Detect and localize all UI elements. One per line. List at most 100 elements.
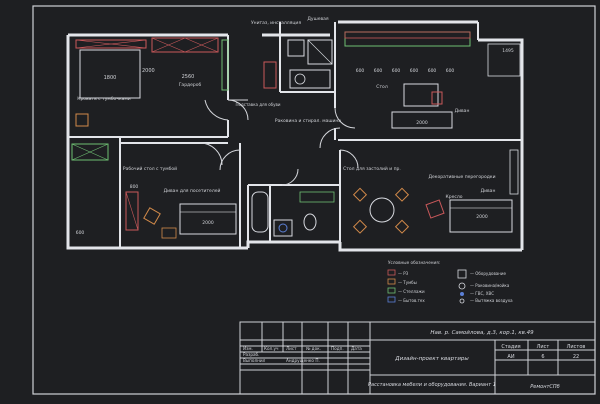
storage-dim: 600 (76, 230, 85, 236)
partition (509, 149, 519, 195)
tb-col-podp: Подп. (331, 346, 344, 351)
legend-item-6: — Раковина/мойка (470, 283, 510, 288)
office-desk-dim: 800 (130, 184, 139, 190)
bed-label: Кровать с тумбочками (77, 96, 131, 102)
kitchen-sofa-label: Диван (455, 108, 470, 114)
kitchen-counter (344, 31, 471, 47)
door-swings (199, 99, 359, 186)
tb-sheet-title: Расстановка мебели и оборудования. Вариа… (368, 382, 496, 388)
kitchen: 600 600 600 600 600 600 1495 Стол Диван … (344, 31, 521, 129)
legend-swatch-7 (460, 292, 464, 296)
legend-item-5: — Оборудование (470, 271, 506, 276)
bed-headboard (75, 39, 147, 49)
desk (125, 191, 139, 231)
living-sofa-dim: 2000 (476, 214, 488, 220)
kitchen-sofa-dim: 2000 (416, 120, 428, 126)
legend-item-3: — Стеллажи (398, 289, 425, 294)
desk-label: Рабочий стол с тумбой (123, 165, 177, 172)
dining-label: Стол для застолий и пр. (343, 165, 401, 172)
tb-col-list: Лист (286, 346, 297, 351)
shower-tray (307, 39, 333, 65)
bathtub (251, 191, 269, 233)
tb-address: Нав. р. Самойлова, д.3, кор.1, кв.49 (430, 330, 534, 336)
storage-room: 600 (71, 143, 109, 236)
tb-col-kolu: Кол.уч (264, 346, 279, 351)
tb-stage-head: Стадия (501, 344, 520, 350)
title-block-frame (239, 321, 596, 395)
legend-item-7: — ГВС, ХВС (470, 291, 494, 296)
tb-list-val: 6 (541, 354, 544, 360)
kitchen-side-dim: 1495 (502, 48, 514, 54)
armchair (425, 199, 445, 219)
toilet-label: Унитаз, инсталляция (251, 20, 301, 26)
legend-swatch-3 (387, 287, 396, 294)
legend-item-1: — РЗ (398, 271, 409, 276)
k-dim-5: 600 (428, 68, 437, 74)
outer-walls (66, 20, 524, 252)
tb-role-1: Разраб. (243, 352, 259, 357)
kitchen-table (403, 83, 439, 107)
k-dim-4: 600 (410, 68, 419, 74)
title-block-text: Изм. Кол.уч Лист № док. Подп. Дата Разра… (243, 346, 362, 363)
bathroom: Унитаз, инсталляция Душевая Раковина и с… (251, 16, 341, 124)
legend-swatch-6 (458, 282, 466, 290)
sink-washer (289, 69, 331, 89)
office: Рабочий стол с тумбой Диван для посетите… (123, 165, 237, 239)
legend-title: Условные обозначения: (388, 260, 440, 265)
wardrobe (151, 37, 219, 53)
tb-col-ndok: № док. (306, 346, 321, 351)
shower-label: Душевая (307, 16, 328, 22)
dining-table (369, 197, 395, 223)
k-dim-3: 600 (392, 68, 401, 74)
wardrobe-dim: 2560 (182, 74, 195, 80)
shelf-rack (221, 39, 229, 91)
washer-label: Раковина и стирал. машина (275, 118, 342, 124)
tb-project: Дизайн-проект квартиры (394, 356, 469, 362)
k-dim-2: 600 (374, 68, 383, 74)
dining-chair-3 (352, 219, 368, 234)
tb-name-1: Андрущенко П. (286, 358, 320, 363)
bed-width-dim: 1800 (104, 75, 117, 81)
armchair-label: Кресло (446, 194, 463, 200)
kitchen-dims: 600 600 600 600 600 600 (356, 68, 455, 74)
tb-stage-val: АИ (507, 354, 514, 360)
tb-list-head: Лист (537, 344, 550, 350)
legend-swatch-8 (459, 298, 465, 304)
legend-item-2: — Тумбы (398, 280, 417, 285)
tb-lists-val: 22 (573, 354, 579, 360)
tb-col-data: Дата (351, 346, 362, 351)
bedroom: 1800 2000 2560 Кровать с тумбочками Гард… (75, 37, 229, 127)
legend-swatch-5 (457, 269, 467, 279)
storage-shelf (71, 143, 109, 161)
toilet (287, 39, 305, 57)
dining-chair-4 (394, 219, 410, 234)
tb-lists-head: Листов (567, 344, 586, 350)
bath-sink (273, 219, 293, 237)
partition-label: Декоративные перегородки (428, 174, 495, 180)
tb-org: РемонтСПб (530, 384, 559, 390)
legend-swatch-4 (387, 296, 396, 303)
office-sofa (179, 203, 237, 235)
legend: Условные обозначения: — РЗ — Тумбы — Сте… (387, 260, 513, 304)
kitchen-sofa (391, 111, 453, 129)
bed-height-dim: 2000 (142, 68, 155, 74)
wardrobe-label: Гардероб (179, 82, 202, 88)
legend-swatch-2 (387, 278, 396, 285)
toilet-2 (303, 213, 317, 231)
living-room: Стол для застолий и пр. Декоративные пер… (343, 149, 519, 234)
hall-label: Подставка для обуви (236, 102, 281, 107)
legend-item-8: — Вытяжка воздуха (470, 298, 513, 303)
bath-cabinet (263, 61, 277, 89)
legend-swatch-1 (387, 269, 396, 276)
office-sofa-dim: 2000 (202, 220, 214, 226)
office-sofa-label: Диван для посетителей (164, 187, 221, 194)
k-dim-6: 600 (446, 68, 455, 74)
dining-chair-1 (352, 187, 368, 202)
bathroom-2 (251, 191, 335, 237)
legend-item-4: — Бытов.тех (398, 298, 425, 303)
tb-col-izm: Изм. (243, 346, 253, 351)
tb-role-2: Выполнил (243, 358, 266, 363)
dining-chair-2 (394, 187, 410, 202)
